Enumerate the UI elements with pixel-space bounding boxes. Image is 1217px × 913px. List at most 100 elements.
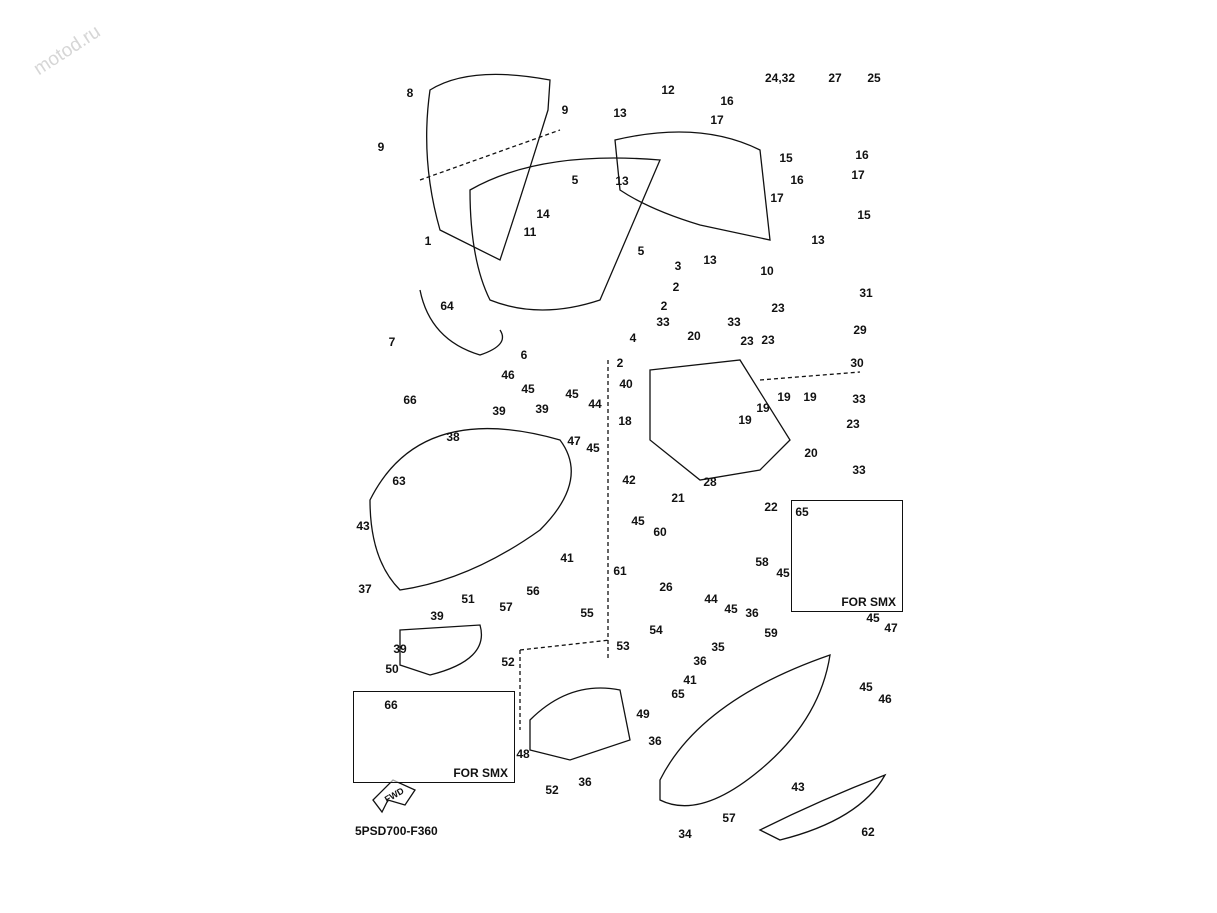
callout-number: 16 [790,173,804,187]
callout-number: 10 [760,264,774,278]
callout-number: 49 [636,707,650,721]
callout-number: 12 [661,83,675,97]
callout-number: 3 [674,259,682,273]
callout-number: 19 [777,390,791,404]
callout-number: 17 [710,113,724,127]
callout-number: 43 [356,519,370,533]
callout-number: 60 [653,525,667,539]
callout-number: 24,32 [764,71,796,85]
mirror-wire [419,289,504,356]
callout-number: 23 [846,417,860,431]
callout-number: 36 [745,606,759,620]
callout-number: 45 [631,514,645,528]
callout-number: 59 [764,626,778,640]
callout-number: 33 [852,392,866,406]
callout-number: 18 [618,414,632,428]
callout-number: 14 [536,207,550,221]
callout-number: 4 [629,331,637,345]
callout-number: 15 [857,208,871,222]
callout-number: 22 [764,500,778,514]
callout-number: 37 [358,582,372,596]
inner-panel [614,131,771,241]
callout-number: 17 [770,191,784,205]
inset-for-smx-right: FOR SMX [791,500,903,612]
callout-number: 33 [852,463,866,477]
callout-number: 51 [461,592,475,606]
callout-number: 5 [637,244,645,258]
callout-number: 19 [738,413,752,427]
lower-cover [399,624,482,676]
callout-number: 11 [523,225,537,239]
lower-stripe [758,773,887,841]
callout-number: 2 [672,280,680,294]
callout-number: 19 [756,401,770,415]
callout-number: 2 [616,356,624,370]
callout-number: 35 [711,640,725,654]
inset-callout-number: 66 [384,698,398,712]
callout-number: 8 [406,86,414,100]
callout-number: 48 [516,747,530,761]
callout-number: 9 [561,103,569,117]
callout-number: 39 [393,642,407,656]
callout-number: 45 [724,602,738,616]
callout-number: 23 [761,333,775,347]
callout-number: 25 [867,71,881,85]
callout-number: 39 [430,609,444,623]
callout-number: 20 [687,329,701,343]
callout-number: 39 [492,404,506,418]
callout-number: 40 [619,377,633,391]
callout-number: 63 [392,474,406,488]
callout-number: 45 [586,441,600,455]
callout-number: 61 [613,564,627,578]
callout-number: 56 [526,584,540,598]
callout-number: 28 [703,475,717,489]
callout-number: 44 [588,397,602,411]
callout-number: 33 [727,315,741,329]
callout-number: 66 [403,393,417,407]
callout-number: 38 [446,430,460,444]
callout-number: 46 [878,692,892,706]
callout-number: 15 [779,151,793,165]
callout-number: 57 [722,811,736,825]
callout-number: 45 [776,566,790,580]
callout-number: 46 [501,368,515,382]
callout-number: 45 [859,680,873,694]
callout-number: 52 [501,655,515,669]
callout-number: 65 [671,687,685,701]
callout-number: 2 [660,299,668,313]
callout-number: 36 [693,654,707,668]
callout-number: 64 [440,299,454,313]
callout-number: 36 [578,775,592,789]
callout-number: 45 [521,382,535,396]
callout-number: 13 [703,253,717,267]
windscreen [426,73,551,261]
callout-number: 58 [755,555,769,569]
inset-callout-number: 65 [795,505,809,519]
callout-number: 39 [535,402,549,416]
callout-number: 31 [859,286,873,300]
callout-number: 17 [851,168,865,182]
callout-number: 55 [580,606,594,620]
callout-number: 26 [659,580,673,594]
callout-number: 52 [545,783,559,797]
callout-number: 33 [656,315,670,329]
callout-number: 19 [803,390,817,404]
callout-number: 5 [571,173,579,187]
cowling-stay [649,359,791,481]
callout-number: 41 [560,551,574,565]
callout-number: 23 [771,301,785,315]
callout-number: 13 [811,233,825,247]
callout-number: 45 [866,611,880,625]
right-side-cowl [659,654,831,807]
callout-number: 50 [385,662,399,676]
callout-number: 29 [853,323,867,337]
callout-number: 36 [648,734,662,748]
inset-label: FOR SMX [453,766,508,780]
callout-number: 43 [791,780,805,794]
callout-number: 57 [499,600,513,614]
inset-label: FOR SMX [841,595,896,609]
inner-cover [529,687,631,761]
callout-number: 27 [828,71,842,85]
callout-number: 21 [671,491,685,505]
